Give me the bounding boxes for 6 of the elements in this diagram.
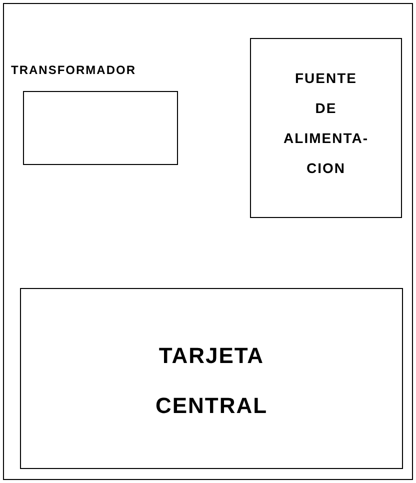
component-box [20,288,403,469]
component-label: FUENTE DE ALIMENTA- CION [284,69,368,178]
component-box [250,38,402,218]
enclosure-outline [3,3,413,480]
component-label: TRANSFORMADOR [11,63,136,77]
component-label: TARJETA CENTRAL [155,342,268,420]
